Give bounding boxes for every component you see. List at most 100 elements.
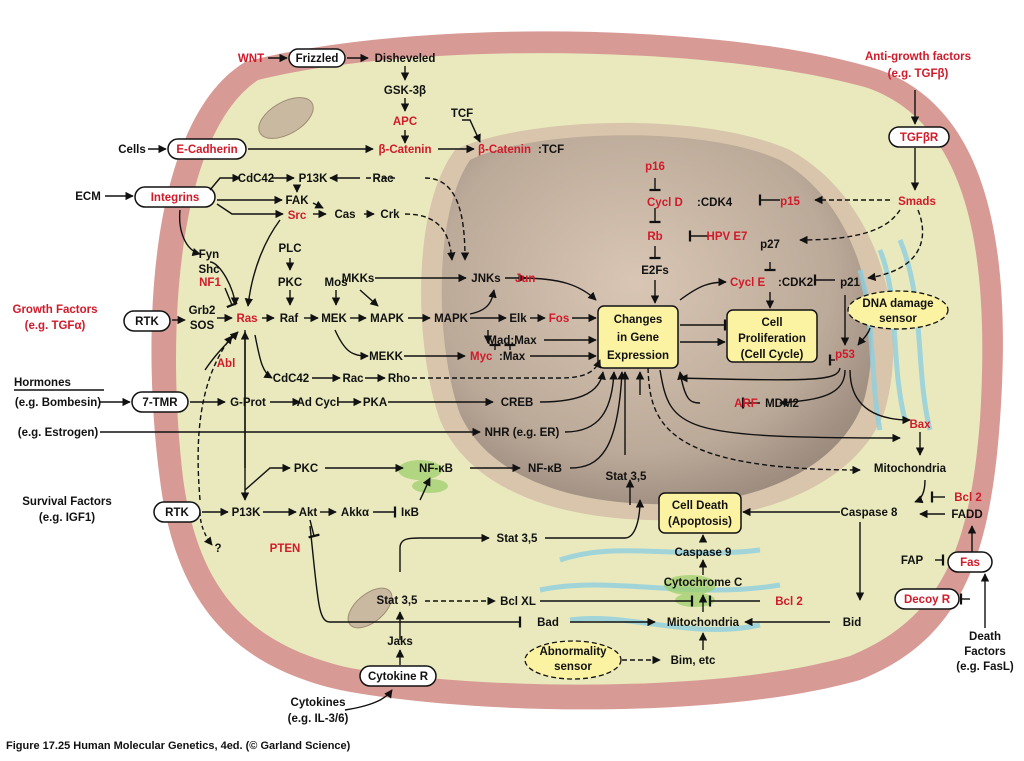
label-rtk-top: RTK	[135, 316, 159, 328]
label-bcl2-bot: Bcl 2	[775, 596, 803, 608]
changes-gene-expression-box	[597, 305, 679, 369]
label-jun: Jun	[515, 273, 535, 285]
label-stat35-bot: Stat 3,5	[377, 595, 419, 607]
label-rho: Rho	[388, 373, 410, 385]
label-p15: p15	[780, 196, 800, 208]
label-hpve7: HPV E7	[707, 231, 748, 243]
label-jnks: JNKs	[471, 273, 500, 285]
abnormality-sensor-oval	[524, 640, 622, 680]
label-sos: SOS	[190, 320, 215, 332]
label-cycle-b: :CDK2	[778, 277, 813, 289]
label-fyn: Fyn	[199, 249, 219, 261]
mitochondrion-shape	[258, 97, 314, 139]
label-frizzled: Frizzled	[296, 53, 339, 65]
label-bad: Bad	[537, 617, 559, 629]
label-plc: PLC	[279, 243, 302, 255]
label-madmax: Mad:Max	[487, 335, 537, 347]
label-celldeath1: Cell Death	[672, 500, 728, 512]
label-smads: Smads	[898, 196, 936, 208]
label-antigrowth: Anti-growth factors	[865, 51, 971, 63]
label-bcl2-right: Bcl 2	[954, 492, 982, 504]
label-mapk2: MAPK	[434, 313, 469, 325]
label-mdm2: MDM2	[765, 398, 799, 410]
label-pka: PKA	[363, 397, 387, 409]
label-survival-eg: (e.g. IGF1)	[39, 512, 95, 524]
label-cellprolif3: (Cell Cycle)	[741, 349, 804, 361]
label-question: ?	[214, 543, 221, 555]
label-dnadamage2: sensor	[879, 313, 917, 325]
label-cytc: Cytochrome C	[664, 577, 743, 589]
dna-damage-sensor-oval	[847, 290, 949, 330]
label-bim: Bim, etc	[671, 655, 716, 667]
label-nhr: NHR (e.g. ER)	[485, 427, 560, 439]
label-cas: Cas	[334, 209, 355, 221]
label-cells: Cells	[118, 144, 146, 156]
label-gsk3b: GSK-3β	[384, 85, 426, 97]
label-rb: Rb	[647, 231, 662, 243]
label-bclxl: Bcl XL	[500, 596, 536, 608]
label-fas: Fas	[960, 557, 980, 569]
pathway-arrows	[14, 53, 990, 711]
integrins-pill	[134, 186, 216, 208]
label-fak: FAK	[286, 195, 310, 207]
label-integrins: Integrins	[151, 192, 200, 204]
label-rac-mid: Rac	[342, 373, 364, 385]
cytokine-r-pill	[359, 665, 437, 687]
label-growth: Growth Factors	[13, 304, 98, 316]
label-cdc42-mid: CdC42	[273, 373, 309, 385]
label-gprot: G-Prot	[230, 397, 266, 409]
label-death1: Death	[969, 631, 1001, 643]
label-death2: Factors	[964, 646, 1006, 658]
label-tcf-top: TCF	[451, 108, 473, 120]
label-stat35-mid: Stat 3,5	[606, 471, 648, 483]
label-p13k-top: P13K	[299, 173, 328, 185]
label-cellprolif2: Proliferation	[738, 333, 806, 345]
label-disheveled: Disheveled	[375, 53, 436, 65]
label-apc: APC	[393, 116, 417, 128]
label-akt: Akt	[299, 507, 318, 519]
seven-tmr-pill	[131, 391, 189, 413]
label-mito-right: Mitochondria	[874, 463, 947, 475]
decoy-r-pill	[894, 588, 960, 610]
label-death3: (e.g. FasL)	[956, 661, 1014, 673]
label-fadd: FADD	[951, 509, 982, 521]
label-changes3: Expression	[607, 350, 669, 362]
label-p27: p27	[760, 239, 780, 251]
label-adcycl: Ad Cycl	[297, 397, 340, 409]
receptor-pills	[123, 48, 993, 687]
label-cellprolif1: Cell	[761, 317, 782, 329]
label-mapk1: MAPK	[370, 313, 405, 325]
label-estrogen: (e.g. Estrogen)	[18, 427, 99, 439]
label-cycle-a: Cycl E	[730, 277, 765, 289]
label-p21: p21	[840, 277, 860, 289]
label-arf: ARF	[734, 398, 758, 410]
label-bcatenin-tcf-a: β-Catenin	[478, 144, 531, 156]
label-cycld-a: Cycl D	[647, 197, 683, 209]
label-mycmax-b: :Max	[499, 351, 526, 363]
label-wnt: WNT	[238, 53, 264, 65]
label-hormones-eg: (e.g. Bombesin)	[15, 397, 101, 409]
label-bcatenin-tcf-b: :TCF	[538, 144, 564, 156]
label-nfkb1: NF-κB	[419, 463, 453, 475]
label-bid: Bid	[843, 617, 862, 629]
label-stat35-low: Stat 3,5	[497, 533, 539, 545]
label-abl: Abl	[217, 358, 236, 370]
label-sevenTMR: 7-TMR	[142, 397, 178, 409]
fas-pill	[947, 551, 993, 573]
figure-caption: Figure 17.25 Human Molecular Genetics, 4…	[6, 740, 351, 752]
label-e2fs: E2Fs	[641, 265, 669, 277]
tgfbr-pill	[888, 126, 950, 148]
label-rtk-bot: RTK	[165, 507, 189, 519]
cell-proliferation-box	[726, 309, 818, 363]
label-mos: Mos	[325, 277, 348, 289]
label-nf1: NF1	[199, 277, 221, 289]
label-jaks: Jaks	[387, 636, 413, 648]
label-mekk: MEKK	[369, 351, 404, 363]
label-cytokines: Cytokines	[291, 697, 346, 709]
label-elk: Elk	[509, 313, 527, 325]
label-shc: Shc	[198, 264, 220, 276]
label-grb2: Grb2	[189, 305, 216, 317]
label-dnadamage1: DNA damage	[862, 298, 933, 310]
label-p13k-bot: P13K	[232, 507, 261, 519]
